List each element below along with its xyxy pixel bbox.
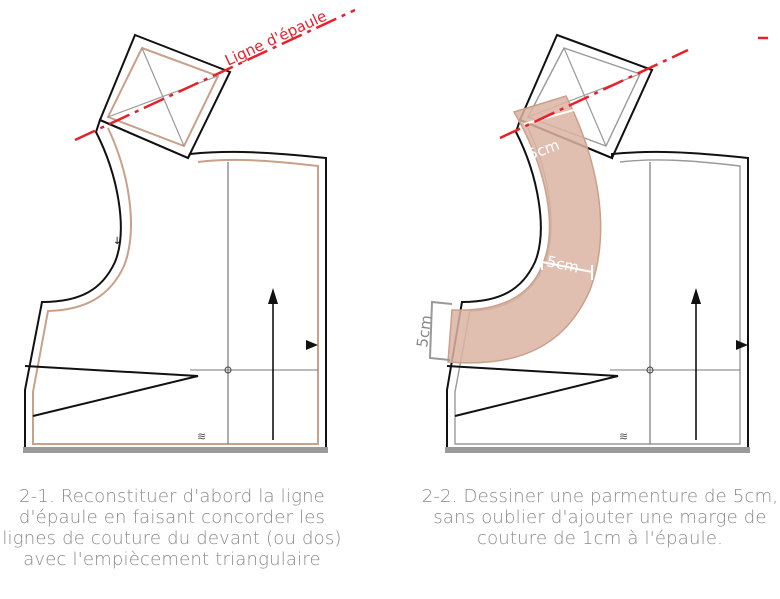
svg-text:≋: ≋ [619,430,628,443]
hem-band-right [445,447,750,453]
shoulder-line: Ligne d'épaule [74,7,356,142]
caption-step-2-2: 2-2. Dessiner une parmenture de 5cm, san… [421,486,779,549]
caption-step-2-1: 2-1. Reconstituer d'abord la ligne d'épa… [2,486,342,570]
right-panel: ≋ 5cm 5cm 5cm [413,33,768,453]
hem-band [23,447,328,453]
measure-label-bottom: 5cm [413,314,435,349]
front-pattern-piece: ↓ ≋ [24,118,327,451]
svg-text:↓: ↓ [113,236,121,247]
measure-bottom: 5cm [413,300,453,361]
facing-piece [447,95,602,364]
left-panel: ↓ ≋ Ligne d'épaule [23,7,356,453]
triangular-yoke [98,33,232,160]
shoulder-line-label: Ligne d'épaule [222,7,329,70]
svg-text:≋: ≋ [197,430,206,443]
front-pattern-piece-right: ≋ [446,95,749,451]
shoulder-line-right [499,48,689,140]
